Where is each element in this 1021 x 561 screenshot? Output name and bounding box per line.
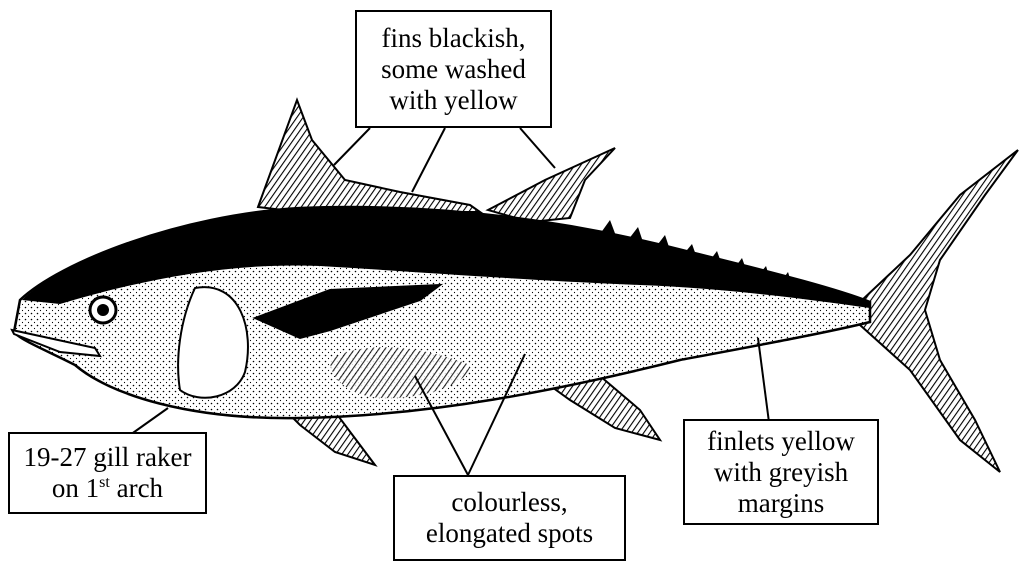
fins-label-line3: with yellow	[357, 85, 550, 116]
gill-label-line1: 19-27 gill raker	[10, 442, 205, 473]
spots-label-line1: colourless,	[395, 487, 624, 518]
pupil	[97, 304, 109, 316]
fins-label-line2: some washed	[357, 54, 550, 85]
gill-label-line2-pre: on 1	[52, 473, 99, 503]
fins-label-line1: fins blackish,	[357, 23, 550, 54]
finlets-label-line1: finlets yellow	[685, 426, 877, 457]
gill-raker-label: 19-27 gill raker on 1st arch	[8, 432, 207, 514]
gill-label-line2: on 1st arch	[10, 473, 205, 504]
fins-label: fins blackish, some washed with yellow	[355, 10, 552, 128]
spots-label: colourless, elongated spots	[393, 475, 626, 561]
gill-label-superscript: st	[99, 474, 110, 491]
spots-label-line2: elongated spots	[395, 518, 624, 549]
gill-label-line2-post: arch	[110, 473, 163, 503]
finlets-label-line3: margins	[685, 488, 877, 519]
second-dorsal-fin	[488, 148, 615, 222]
caudal-fin	[860, 150, 1018, 472]
finlets-label-line2: with greyish	[685, 457, 877, 488]
finlets-label: finlets yellow with greyish margins	[683, 419, 879, 525]
